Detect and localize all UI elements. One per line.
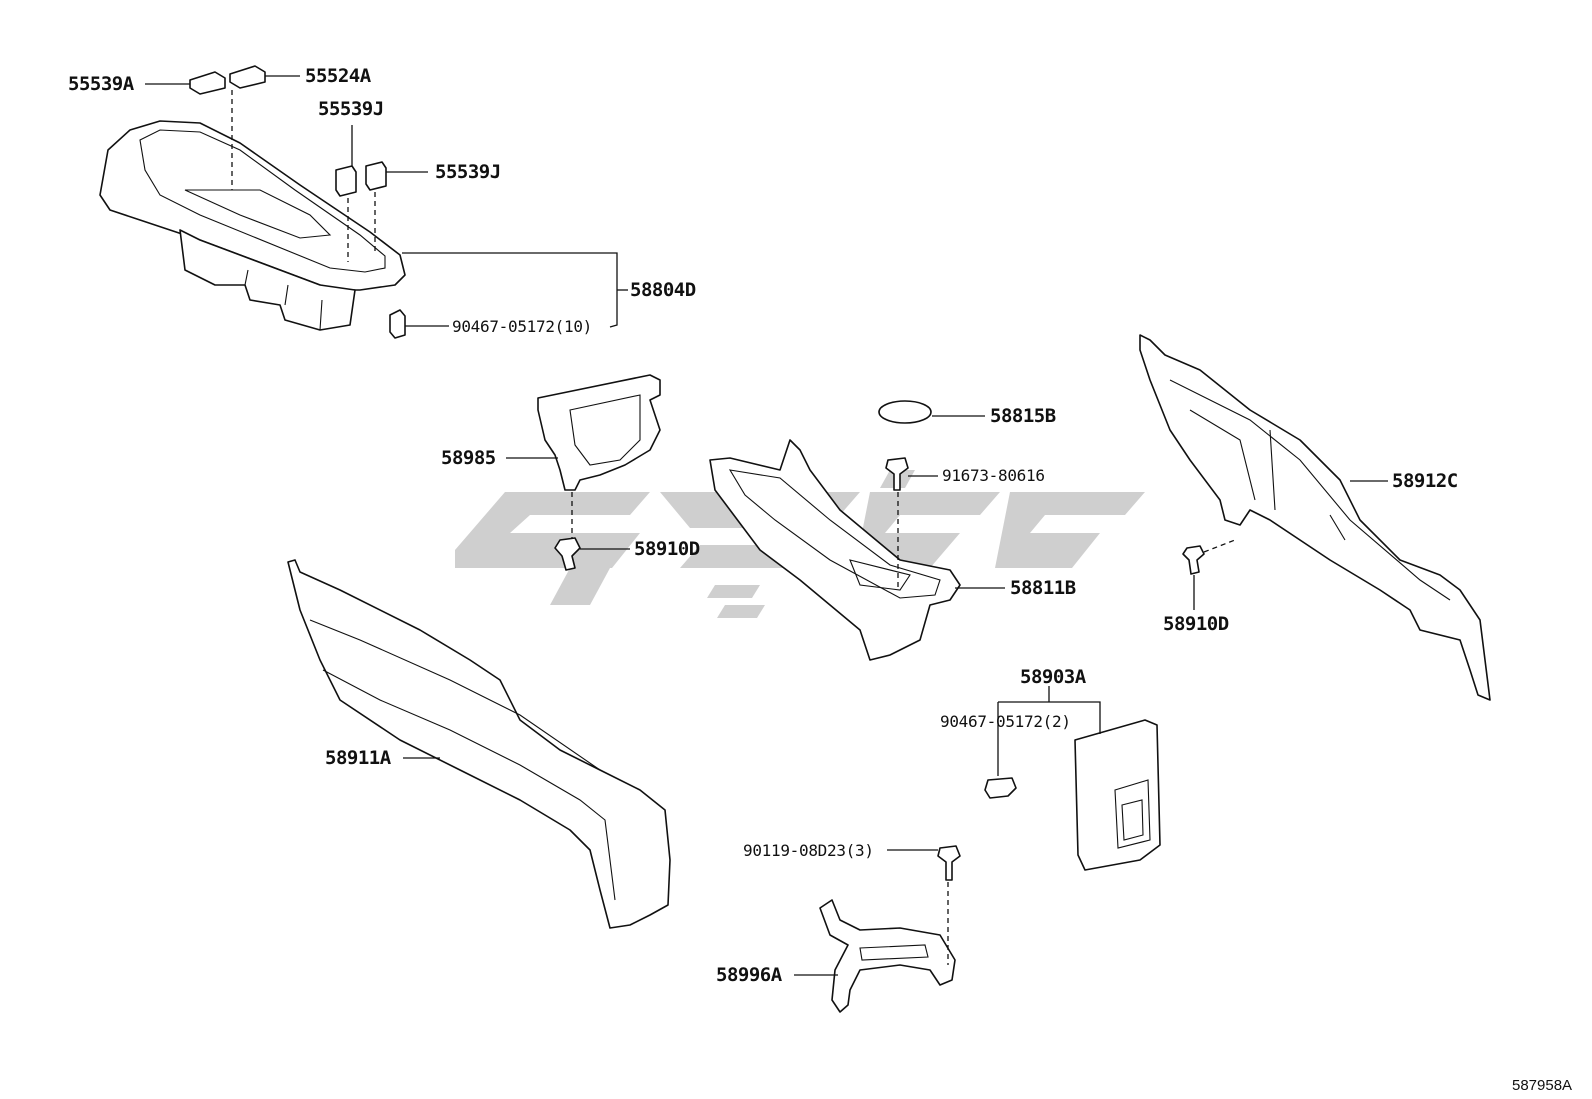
label-58815B[interactable]: 58815B	[990, 405, 1056, 427]
bracket-58985	[537, 374, 661, 491]
cover-58903A	[1074, 719, 1161, 871]
part-labels: 55539A 55524A 55539J 55539J 58804D 90467…	[68, 65, 1572, 1094]
center-box-58811B	[709, 439, 961, 661]
clip-90467-05172-lower	[984, 777, 1017, 799]
upper-console-panel	[99, 120, 406, 331]
side-panel-58912C	[1139, 334, 1491, 701]
label-58985[interactable]: 58985	[441, 447, 496, 469]
diagram-reference-number: 587958A	[1512, 1077, 1572, 1094]
label-58996A[interactable]: 58996A	[716, 964, 783, 986]
leader-lines	[145, 75, 1388, 976]
label-58910D-mid[interactable]: 58910D	[634, 538, 700, 560]
clip-90467-05172-upper	[389, 309, 406, 339]
clip-55539J-left	[335, 165, 357, 197]
label-58912C[interactable]: 58912C	[1392, 470, 1458, 492]
label-90467-05172-2[interactable]: 90467-05172(2)	[940, 712, 1071, 731]
cap-58815B	[878, 400, 932, 424]
switch-55524A	[229, 65, 266, 89]
switch-55539A	[189, 71, 226, 95]
label-55539A[interactable]: 55539A	[68, 73, 135, 95]
label-90119-08D23-3[interactable]: 90119-08D23(3)	[743, 841, 874, 860]
label-55524A[interactable]: 55524A	[305, 65, 372, 87]
label-58910D-right[interactable]: 58910D	[1163, 613, 1229, 635]
clip-55539J-right	[365, 161, 387, 191]
label-91673-80616[interactable]: 91673-80616	[942, 466, 1045, 485]
screw-91673-80616	[885, 457, 909, 491]
label-55539J-top[interactable]: 55539J	[318, 98, 384, 120]
clip-58910D-right	[1182, 545, 1205, 575]
lower-panel-58911A	[287, 559, 671, 929]
label-58811B[interactable]: 58811B	[1010, 577, 1076, 599]
bracket-58996A	[819, 899, 956, 1013]
clip-58910D-mid	[554, 537, 581, 571]
label-58804D[interactable]: 58804D	[630, 279, 696, 301]
label-58911A[interactable]: 58911A	[325, 747, 392, 769]
label-58903A[interactable]: 58903A	[1020, 666, 1087, 688]
label-90467-05172-10[interactable]: 90467-05172(10)	[452, 317, 592, 336]
label-55539J-right[interactable]: 55539J	[435, 161, 501, 183]
bolt-90119-08D23	[937, 845, 961, 881]
